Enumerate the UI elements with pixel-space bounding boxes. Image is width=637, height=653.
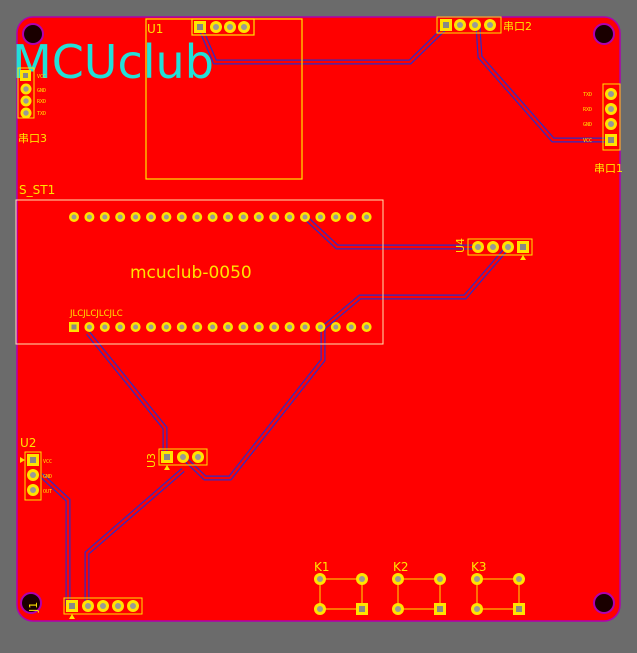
j1-header	[63, 597, 143, 619]
k2-designator: K2	[393, 560, 409, 574]
k1-button[interactable]	[314, 573, 368, 615]
mounting-hole-bottom-right	[593, 592, 615, 614]
u2-designator: U2	[20, 436, 36, 450]
k3-button[interactable]	[471, 573, 525, 615]
u3-designator: U3	[145, 453, 158, 468]
pin-hole	[117, 214, 123, 220]
pin-hole	[302, 324, 308, 330]
pin-hole	[102, 324, 108, 330]
port1-header	[602, 83, 621, 151]
pin-hole	[117, 324, 123, 330]
pin-hole	[71, 214, 77, 220]
pin-hole	[348, 214, 354, 220]
u1-header-outline	[191, 18, 255, 36]
pin-hole	[71, 324, 77, 330]
mounting-holes	[20, 23, 615, 614]
board-outline	[16, 16, 621, 622]
pin-hole	[256, 324, 262, 330]
u1-header-pads	[194, 21, 250, 33]
u2-pin-label: VCC	[43, 459, 52, 465]
pin-hole	[86, 324, 92, 330]
pin-hole	[210, 324, 216, 330]
pin-hole	[364, 214, 370, 220]
k2-button[interactable]	[392, 573, 446, 615]
pin-hole	[148, 324, 154, 330]
pin-hole	[240, 214, 246, 220]
pin-hole	[333, 324, 339, 330]
pin-hole	[194, 214, 200, 220]
pin-hole	[271, 324, 277, 330]
pin-hole	[163, 214, 169, 220]
pin-hole	[163, 324, 169, 330]
pin-hole	[256, 214, 262, 220]
port1-designator: 串口1	[594, 162, 623, 175]
port3-pin-label: TXD	[37, 111, 46, 117]
port2-designator: 串口2	[503, 20, 532, 33]
s-st1-pin-row-bottom	[69, 322, 372, 332]
port1-pin-label: VCC	[583, 138, 592, 144]
port1-pin-label: GND	[583, 122, 592, 128]
pin-hole	[287, 324, 293, 330]
board-title-label: mcuclub-0050	[130, 263, 252, 283]
u3-header	[158, 448, 208, 470]
s-st1-designator: S_ST1	[19, 183, 55, 197]
pin-hole	[179, 214, 185, 220]
port3-pin-label: GND	[37, 88, 46, 94]
mounting-hole-top-right	[593, 23, 615, 45]
pin-hole	[102, 214, 108, 220]
traces	[39, 25, 608, 606]
u4-designator: U4	[454, 238, 467, 253]
mounting-hole-bottom-left	[20, 592, 42, 614]
pin-hole	[86, 214, 92, 220]
port3-pin-label: VCC	[37, 74, 46, 80]
pin-hole	[348, 324, 354, 330]
pin-hole	[271, 214, 277, 220]
s-st1-outline	[15, 199, 384, 345]
mounting-hole-top-left	[22, 23, 44, 45]
jlc-marking: JLCJLCJLCJLC	[69, 309, 123, 319]
u4-header	[467, 238, 533, 260]
pin-hole	[317, 324, 323, 330]
pin-hole	[317, 214, 323, 220]
pin-hole	[133, 324, 139, 330]
port3-pin-label: RXD	[37, 99, 46, 105]
port1-pin-label: RXD	[583, 107, 592, 113]
pin-hole	[179, 324, 185, 330]
port3-designator: 串口3	[18, 132, 47, 145]
pin-hole	[225, 214, 231, 220]
u2-header	[20, 451, 42, 501]
s-st1-pin-row-top	[69, 212, 372, 222]
u2-pin-label: OUT	[43, 489, 52, 495]
pin-hole	[287, 214, 293, 220]
pin-hole	[194, 324, 200, 330]
pin-hole	[364, 324, 370, 330]
k1-designator: K1	[314, 560, 330, 574]
pin-hole	[210, 214, 216, 220]
pin-hole	[148, 214, 154, 220]
port2-header	[436, 16, 502, 34]
u2-pin-label: GND	[43, 474, 52, 480]
k3-designator: K3	[471, 560, 487, 574]
port1-pin-label: TXD	[583, 92, 592, 98]
pin-hole	[302, 214, 308, 220]
port3-header	[17, 67, 35, 119]
pin-hole	[240, 324, 246, 330]
pin-hole	[133, 214, 139, 220]
pin-hole	[225, 324, 231, 330]
u1-designator: U1	[147, 22, 163, 36]
pin-hole	[333, 214, 339, 220]
mcuclub-logo: MCUclub	[12, 35, 214, 89]
j1-designator: J1	[27, 602, 40, 613]
